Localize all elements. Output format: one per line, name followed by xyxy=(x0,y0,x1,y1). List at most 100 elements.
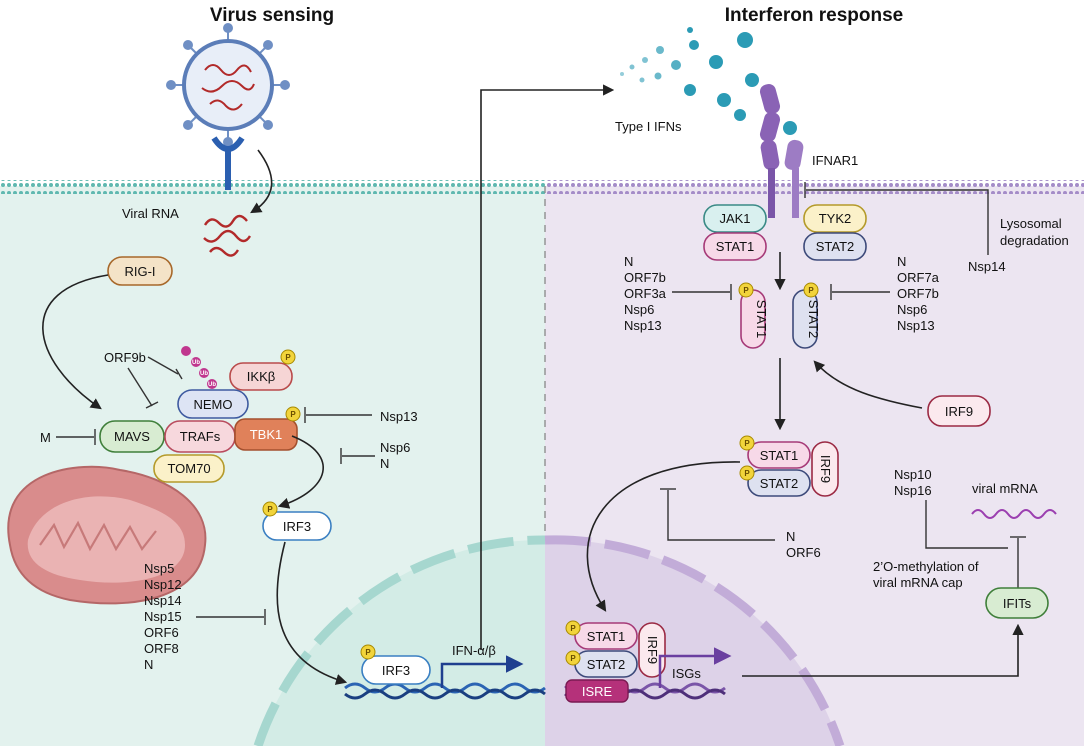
phospho-tbk1 xyxy=(285,406,301,422)
import-inhib-orf6-label: ORF6 xyxy=(786,545,821,560)
nsp6-irf3-label: Nsp6 xyxy=(380,440,410,455)
arrow-virus-to-rna xyxy=(250,149,273,214)
degradation-label: degradation xyxy=(1000,233,1069,248)
ifits-label: IFITs xyxy=(1003,596,1032,611)
irf3-nuclear-protein xyxy=(361,655,431,685)
svg-text:ORF7b: ORF7b xyxy=(624,270,666,285)
svg-text:Nsp6: Nsp6 xyxy=(897,302,927,317)
irf9-protein xyxy=(927,395,991,427)
ikkb-protein xyxy=(229,362,293,391)
stat1-complex-label: STAT1 xyxy=(760,448,799,463)
svg-text:P: P xyxy=(744,439,750,448)
tbk1-protein xyxy=(234,418,298,451)
import-inhib-n-label: N xyxy=(786,529,795,544)
stat2-phospho-label: STAT2 xyxy=(806,300,821,339)
phospho-stat2 xyxy=(803,282,819,298)
phospho-stat1-complex xyxy=(739,435,755,451)
methylation-label-2: viral mRNA cap xyxy=(873,575,963,590)
svg-text:P: P xyxy=(743,286,749,295)
svg-text:Nsp15: Nsp15 xyxy=(144,609,182,624)
arrow-rigi-to-mavs xyxy=(42,274,109,410)
phospho-stat1 xyxy=(738,282,754,298)
arrow-irf3-to-nucleus xyxy=(276,541,348,685)
svg-text:Nsp6: Nsp6 xyxy=(624,302,654,317)
irf9-complex-label: IRF9 xyxy=(818,455,833,483)
viral-mrna-icon xyxy=(971,509,1057,519)
virus-icon xyxy=(166,23,290,147)
stat1-inhibitors: N ORF7b ORF3a Nsp6 Nsp13 xyxy=(624,254,667,333)
stat2-complex-protein xyxy=(747,469,811,497)
arrow-isg-transcription xyxy=(658,647,732,688)
nsp10-label: Nsp10 xyxy=(894,467,932,482)
type1-ifn-dots-icon xyxy=(620,27,797,135)
arrow-isgs-to-ifits xyxy=(742,623,1024,677)
phospho-stat2-complex xyxy=(739,465,755,481)
irf3-nuclear-label: IRF3 xyxy=(382,663,410,678)
stat2-nuclear-label: STAT2 xyxy=(587,657,626,672)
title-interferon-response: Interferon response xyxy=(725,5,903,26)
phospho-stat2-nuclear xyxy=(565,650,581,666)
inhibit-orf9b-mavs xyxy=(127,367,153,407)
svg-text:Ub: Ub xyxy=(208,382,216,388)
arrow-isgf3-to-nucleus xyxy=(586,461,741,612)
ifits-protein xyxy=(985,587,1049,619)
inhibit-nuclear-import xyxy=(667,490,775,541)
stat1-phospho-label: STAT1 xyxy=(754,300,769,339)
irf3-protein xyxy=(262,511,332,541)
jak1-label: JAK1 xyxy=(719,211,750,226)
tyk2-protein xyxy=(803,204,867,233)
arrow-ifn-transcription xyxy=(440,655,524,688)
viral-rna-label: Viral RNA xyxy=(122,206,179,221)
phospho-irf3 xyxy=(262,501,278,517)
svg-text:Nsp13: Nsp13 xyxy=(897,318,935,333)
nemo-label: NEMO xyxy=(194,397,233,412)
nsp13-tbk1-label: Nsp13 xyxy=(380,409,418,424)
nucleus-left xyxy=(258,539,545,746)
stat2-receptor-protein xyxy=(803,232,867,261)
cell-membrane-left xyxy=(0,180,545,194)
rig-i-label: RIG-I xyxy=(124,264,155,279)
viral-mrna-label: viral mRNA xyxy=(972,481,1038,496)
svg-text:P: P xyxy=(267,505,273,514)
svg-text:ORF3a: ORF3a xyxy=(624,286,667,301)
stat1-receptor-protein xyxy=(703,232,767,261)
nuclear-import-inhibitors: Nsp5 Nsp12 Nsp14 Nsp15 ORF6 ORF8 N xyxy=(144,561,182,672)
m-label: M xyxy=(40,430,51,445)
svg-text:ORF7b: ORF7b xyxy=(897,286,939,301)
tom70-label: TOM70 xyxy=(167,461,210,476)
ifnar-receptor-icon xyxy=(759,84,804,218)
svg-text:P: P xyxy=(365,648,371,657)
stat2-receptor-label: STAT2 xyxy=(816,239,855,254)
nuclear-envelope-right xyxy=(544,535,845,746)
svg-text:Nsp12: Nsp12 xyxy=(144,577,182,592)
stat1-receptor-label: STAT1 xyxy=(716,239,755,254)
irf9-nuclear-protein xyxy=(638,622,666,678)
ifnar1-label: IFNAR1 xyxy=(812,153,858,168)
irf9-nuclear-label: IRF9 xyxy=(645,636,660,664)
orf9b-label: ORF9b xyxy=(104,350,146,365)
phospho-stat1-nuclear xyxy=(565,620,581,636)
n-irf3-label: N xyxy=(380,456,389,471)
ubiquitin-chain-icon: Ub Ub Ub xyxy=(181,346,217,389)
nsp14-lysosomal-label: Nsp14 xyxy=(968,259,1006,274)
svg-text:P: P xyxy=(570,624,576,633)
inhibit-ifit-methylation xyxy=(925,500,1008,549)
nemo-protein xyxy=(177,389,249,419)
svg-text:ORF6: ORF6 xyxy=(144,625,179,640)
phospho-irf3-nuclear xyxy=(360,644,376,660)
svg-text:Nsp13: Nsp13 xyxy=(624,318,662,333)
svg-text:P: P xyxy=(570,654,576,663)
isre-label: ISRE xyxy=(582,684,613,699)
stat1-nuclear-protein xyxy=(574,622,638,650)
irf9-complex-protein xyxy=(811,441,839,497)
arrow-ifn-secretion xyxy=(480,84,615,650)
svg-text:N: N xyxy=(624,254,633,269)
svg-text:Ub: Ub xyxy=(200,371,208,377)
svg-text:P: P xyxy=(808,286,814,295)
irf3-label: IRF3 xyxy=(283,519,311,534)
isre-element xyxy=(565,679,629,703)
svg-text:Ub: Ub xyxy=(192,360,200,366)
ifn-ab-label: IFN-α/β xyxy=(452,643,496,658)
rig-i-protein xyxy=(107,256,173,286)
